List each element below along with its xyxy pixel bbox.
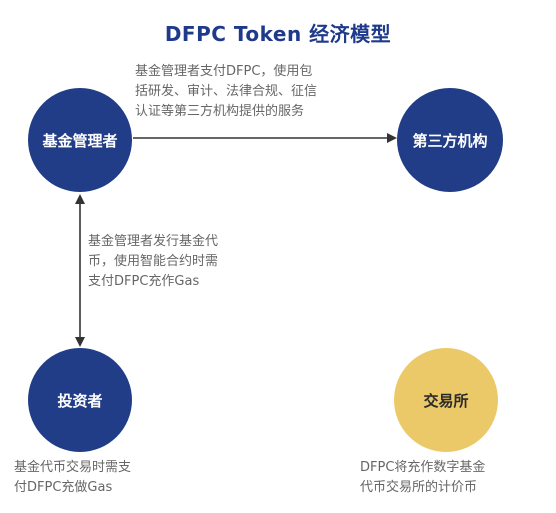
node-third-party: 第三方机构	[397, 88, 503, 192]
node-investor-label: 投资者	[57, 391, 103, 410]
node-fund-manager-label: 基金管理者	[42, 131, 118, 150]
diagram-title: DFPC Token 经济模型	[164, 22, 392, 46]
node-fund-manager: 基金管理者	[28, 88, 132, 192]
desc-investor: 基金代币交易时需支 付DFPC充做Gas	[14, 460, 132, 495]
node-exchange: 交易所	[394, 348, 498, 452]
desc-exchange: DFPC将充作数字基金 代币交易所的计价币	[360, 460, 486, 495]
node-exchange-label: 交易所	[423, 391, 469, 410]
node-investor: 投资者	[28, 348, 132, 452]
desc-fund-to-third: 基金管理者支付DFPC，使用包 括研发、审计、法律合规、征信 认证等第三方机构提…	[135, 64, 318, 119]
node-third-party-label: 第三方机构	[412, 131, 488, 150]
desc-fund-investor: 基金管理者发行基金代 币，使用智能合约时需 支付DFPC充作Gas	[88, 234, 219, 289]
